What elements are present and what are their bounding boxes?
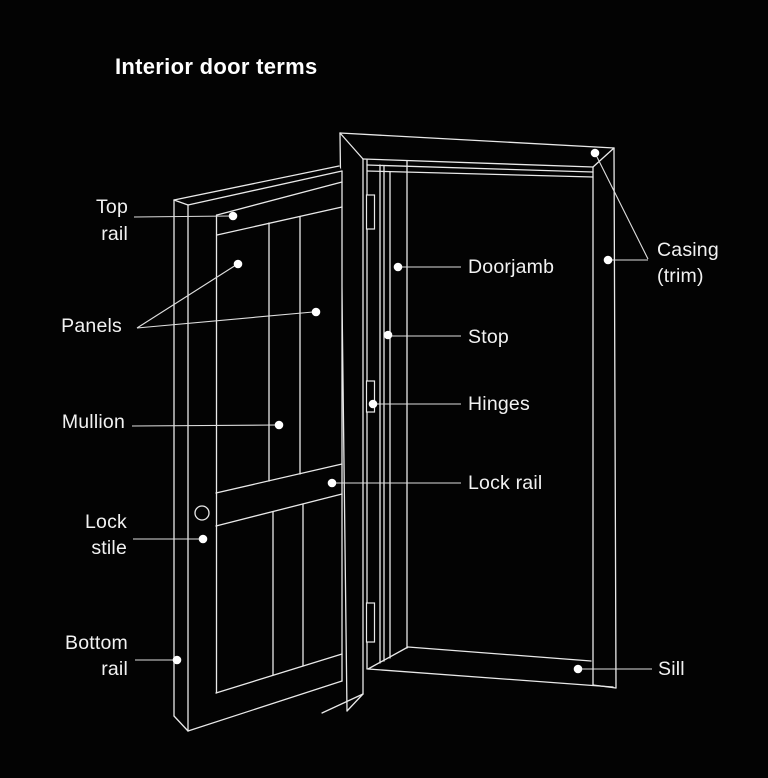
callout-casing-trim: Casing(trim) xyxy=(590,148,719,287)
door-line xyxy=(173,165,340,201)
callout-dot xyxy=(172,655,182,665)
frame-line xyxy=(339,132,364,160)
callout-dot xyxy=(228,211,238,221)
callout-dot xyxy=(233,259,243,269)
frame-line xyxy=(407,646,592,662)
leader-line xyxy=(136,311,314,329)
label-mullion: Mullion xyxy=(62,411,125,433)
label-casing-trim: Casing(trim) xyxy=(657,239,719,287)
leader-line xyxy=(596,156,649,260)
label-lock-rail: Lock rail xyxy=(468,472,542,494)
door-line xyxy=(187,170,343,206)
door-line xyxy=(216,206,343,236)
leader-line xyxy=(133,215,232,218)
callout-mullion: Mullion xyxy=(62,411,284,433)
callout-dot xyxy=(603,255,613,265)
frame-line xyxy=(613,147,617,689)
frame-line xyxy=(366,170,594,178)
frame-line xyxy=(592,684,617,689)
door-line xyxy=(215,493,343,527)
figure-title: Interior door terms xyxy=(115,54,318,79)
callout-dot xyxy=(573,664,583,674)
leader-line xyxy=(136,264,237,329)
door-line xyxy=(215,463,343,494)
frame-line xyxy=(321,693,364,714)
callout-doorjamb: Doorjamb xyxy=(393,256,554,278)
callout-dot xyxy=(590,148,600,158)
label-hinges: Hinges xyxy=(468,393,530,415)
frame-line xyxy=(592,147,615,168)
door-line xyxy=(173,199,189,206)
callout-sill: Sill xyxy=(573,658,685,680)
door-line xyxy=(215,653,343,694)
callout-dot xyxy=(274,420,284,430)
callout-dot xyxy=(327,478,337,488)
hinge-rect xyxy=(365,602,376,643)
callout-lock-rail: Lock rail xyxy=(327,472,542,494)
frame-line xyxy=(367,668,614,688)
door-drawing xyxy=(173,165,343,732)
label-stop: Stop xyxy=(468,326,509,348)
label-sill: Sill xyxy=(658,658,685,680)
label-doorjamb: Doorjamb xyxy=(468,256,554,278)
leader-line xyxy=(131,424,277,427)
door-face-fill xyxy=(174,166,342,731)
door-knob-circle xyxy=(194,505,210,521)
callout-dot xyxy=(311,307,321,317)
callout-dot xyxy=(198,534,208,544)
callout-panels: Panels xyxy=(61,259,321,337)
callout-hinges: Hinges xyxy=(368,393,530,415)
callout-stop: Stop xyxy=(383,326,509,348)
door-line xyxy=(187,680,343,732)
callout-dot xyxy=(383,330,393,340)
callout-dot xyxy=(368,399,378,409)
door-line xyxy=(173,715,189,732)
callout-dot xyxy=(393,262,403,272)
hinge-rect xyxy=(365,380,376,413)
frame-line xyxy=(362,158,594,168)
frame-line xyxy=(367,646,409,670)
door-line xyxy=(216,181,343,216)
label-panels: Panels xyxy=(61,315,122,337)
frame-line xyxy=(366,164,594,173)
frame-line xyxy=(339,132,615,149)
hinge-rect xyxy=(365,194,376,230)
frame-line xyxy=(346,693,364,712)
